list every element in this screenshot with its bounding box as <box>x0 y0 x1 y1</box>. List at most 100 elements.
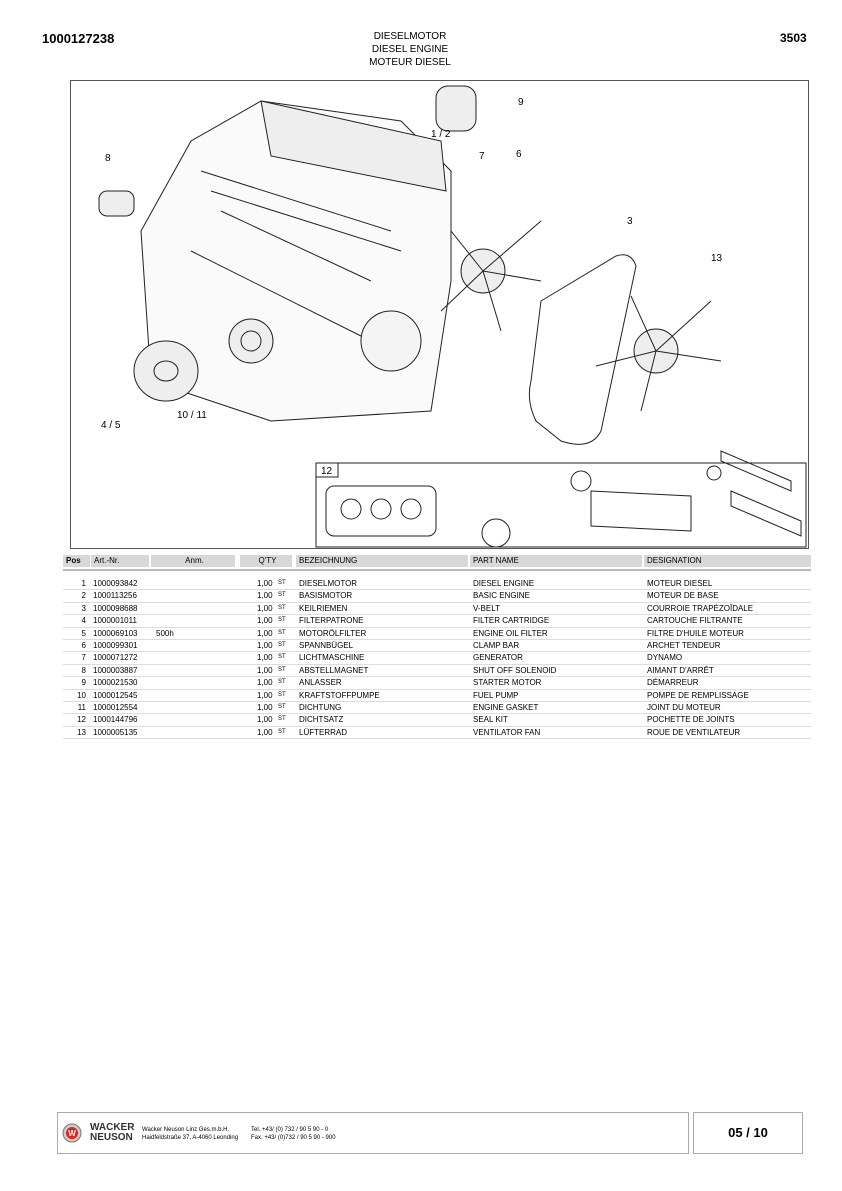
cell-part-name: GENERATOR <box>473 653 523 663</box>
title-fr: MOTEUR DIESEL <box>369 57 451 68</box>
cell-art-nr: 1000021530 <box>93 678 138 688</box>
cell-art-nr: 1000093842 <box>93 579 138 588</box>
title-en: DIESEL ENGINE <box>371 44 449 55</box>
cell-qty: 1,00 <box>257 653 273 663</box>
starter-motor <box>435 85 477 132</box>
callout-13: 13 <box>711 253 723 264</box>
title-de: DIESELMOTOR <box>373 31 447 42</box>
cell-unit: ST <box>278 654 286 661</box>
cell-art-nr: 1000003887 <box>93 665 138 675</box>
seal-kit-box <box>315 450 807 548</box>
cell-part-name: ENGINE OIL FILTER <box>473 628 548 638</box>
cell-designation: DÉMARREUR <box>647 678 699 688</box>
fan-right <box>595 295 722 412</box>
cell-unit: ST <box>278 716 286 723</box>
cell-part-name: DIESEL ENGINE <box>473 579 535 588</box>
table-header: Pos Art.-Nr. Anm. Q'TY BEZEICHNUNG PART … <box>63 555 811 567</box>
cell-unit: ST <box>278 641 286 648</box>
col-anm: Anm. <box>151 555 235 567</box>
cell-bezeichnung: MOTORÖLFILTER <box>299 628 367 638</box>
cell-unit: ST <box>278 728 286 735</box>
cell-bezeichnung: DICHTSATZ <box>299 715 344 725</box>
header-divider <box>63 569 811 571</box>
cell-pos: 12 <box>77 715 86 725</box>
callout-12: 12 <box>321 466 333 477</box>
col-art-nr: Art.-Nr. <box>91 555 149 567</box>
cell-part-name: SEAL KIT <box>473 715 508 725</box>
cell-bezeichnung: LICHTMASCHINE <box>299 653 365 663</box>
cell-designation: CARTOUCHE FILTRANTE <box>647 616 743 626</box>
logo-line2: NEUSON <box>90 1132 133 1143</box>
oil-filter <box>133 340 199 402</box>
svg-text:W: W <box>68 1129 76 1138</box>
cell-part-name: BASIC ENGINE <box>473 591 530 601</box>
cell-bezeichnung: KEILRIEMEN <box>299 603 348 613</box>
cell-pos: 3 <box>81 603 86 613</box>
cell-designation: MOTEUR DIESEL <box>647 579 713 588</box>
col-pos: Pos <box>63 555 90 567</box>
cell-art-nr: 1000113256 <box>93 591 137 601</box>
cell-bezeichnung: LÜFTERRAD <box>299 727 348 737</box>
cell-designation: COURROIE TRAPÉZOÏDALE <box>647 603 754 613</box>
col-qty: Q'TY <box>240 555 292 567</box>
callout-1-2: 1 / 2 <box>431 129 451 140</box>
col-designation: DESIGNATION <box>644 555 811 567</box>
callout-10-11: 10 / 11 <box>177 410 207 421</box>
cell-qty: 1,00 <box>257 616 273 626</box>
cell-unit: ST <box>278 679 286 686</box>
cell-part-name: STARTER MOTOR <box>473 678 542 688</box>
cell-qty: 1,00 <box>257 678 273 688</box>
cell-unit: ST <box>278 604 286 611</box>
cell-part-name: VENTILATOR FAN <box>473 727 541 737</box>
callout-8: 8 <box>105 153 111 164</box>
solenoid <box>98 190 135 217</box>
callout-9: 9 <box>518 97 524 108</box>
col-bezeichnung: BEZEICHNUNG <box>296 555 468 567</box>
cell-qty: 1,00 <box>257 640 273 650</box>
cell-art-nr: 1000144796 <box>93 715 138 725</box>
cell-bezeichnung: KRAFTSTOFFPUMPE <box>299 690 380 700</box>
cell-pos: 4 <box>81 616 86 626</box>
cell-pos: 9 <box>81 678 86 688</box>
exploded-diagram: 9 1 / 2 7 6 8 3 13 4 / 5 10 / 11 12 <box>70 80 809 549</box>
cell-unit: ST <box>278 592 286 599</box>
cell-art-nr: 1000012554 <box>93 702 138 712</box>
cell-art-nr: 1000012545 <box>93 690 138 700</box>
company-address: Haidfeldstraße 37, A-4060 Leonding <box>142 1135 239 1141</box>
v-belt <box>528 254 637 445</box>
cell-unit: ST <box>278 691 286 698</box>
cell-bezeichnung: ABSTELLMAGNET <box>299 665 369 675</box>
cell-part-name: ENGINE GASKET <box>473 702 539 712</box>
cell-art-nr: 1000001011 <box>93 616 137 626</box>
cell-part-name: FILTER CARTRIDGE <box>473 616 550 626</box>
cell-pos: 6 <box>81 640 86 650</box>
cell-unit: ST <box>278 666 286 673</box>
cell-pos: 2 <box>81 591 86 601</box>
logo-line1: WACKER <box>90 1122 135 1133</box>
cell-part-name: CLAMP BAR <box>473 640 520 650</box>
cell-bezeichnung: DICHTUNG <box>299 702 342 712</box>
cell-part-name: FUEL PUMP <box>473 690 519 700</box>
cell-part-name: V-BELT <box>473 603 500 613</box>
engine-block <box>140 100 452 422</box>
cell-qty: 1,00 <box>257 591 273 601</box>
company-info: Wacker Neuson Linz Ges.m.b.H.Haidfeldstr… <box>142 1126 238 1142</box>
cell-pos: 13 <box>77 727 86 737</box>
callout-3: 3 <box>627 216 633 227</box>
cell-designation: MOTEUR DE BASE <box>647 591 719 601</box>
cell-unit: ST <box>278 617 286 624</box>
callout-7: 7 <box>479 151 485 162</box>
cell-qty: 1,00 <box>257 715 273 725</box>
cell-unit: ST <box>278 580 286 586</box>
cell-designation: JOINT DU MOTEUR <box>647 702 721 712</box>
wacker-neuson-logo-icon: W <box>62 1123 82 1143</box>
